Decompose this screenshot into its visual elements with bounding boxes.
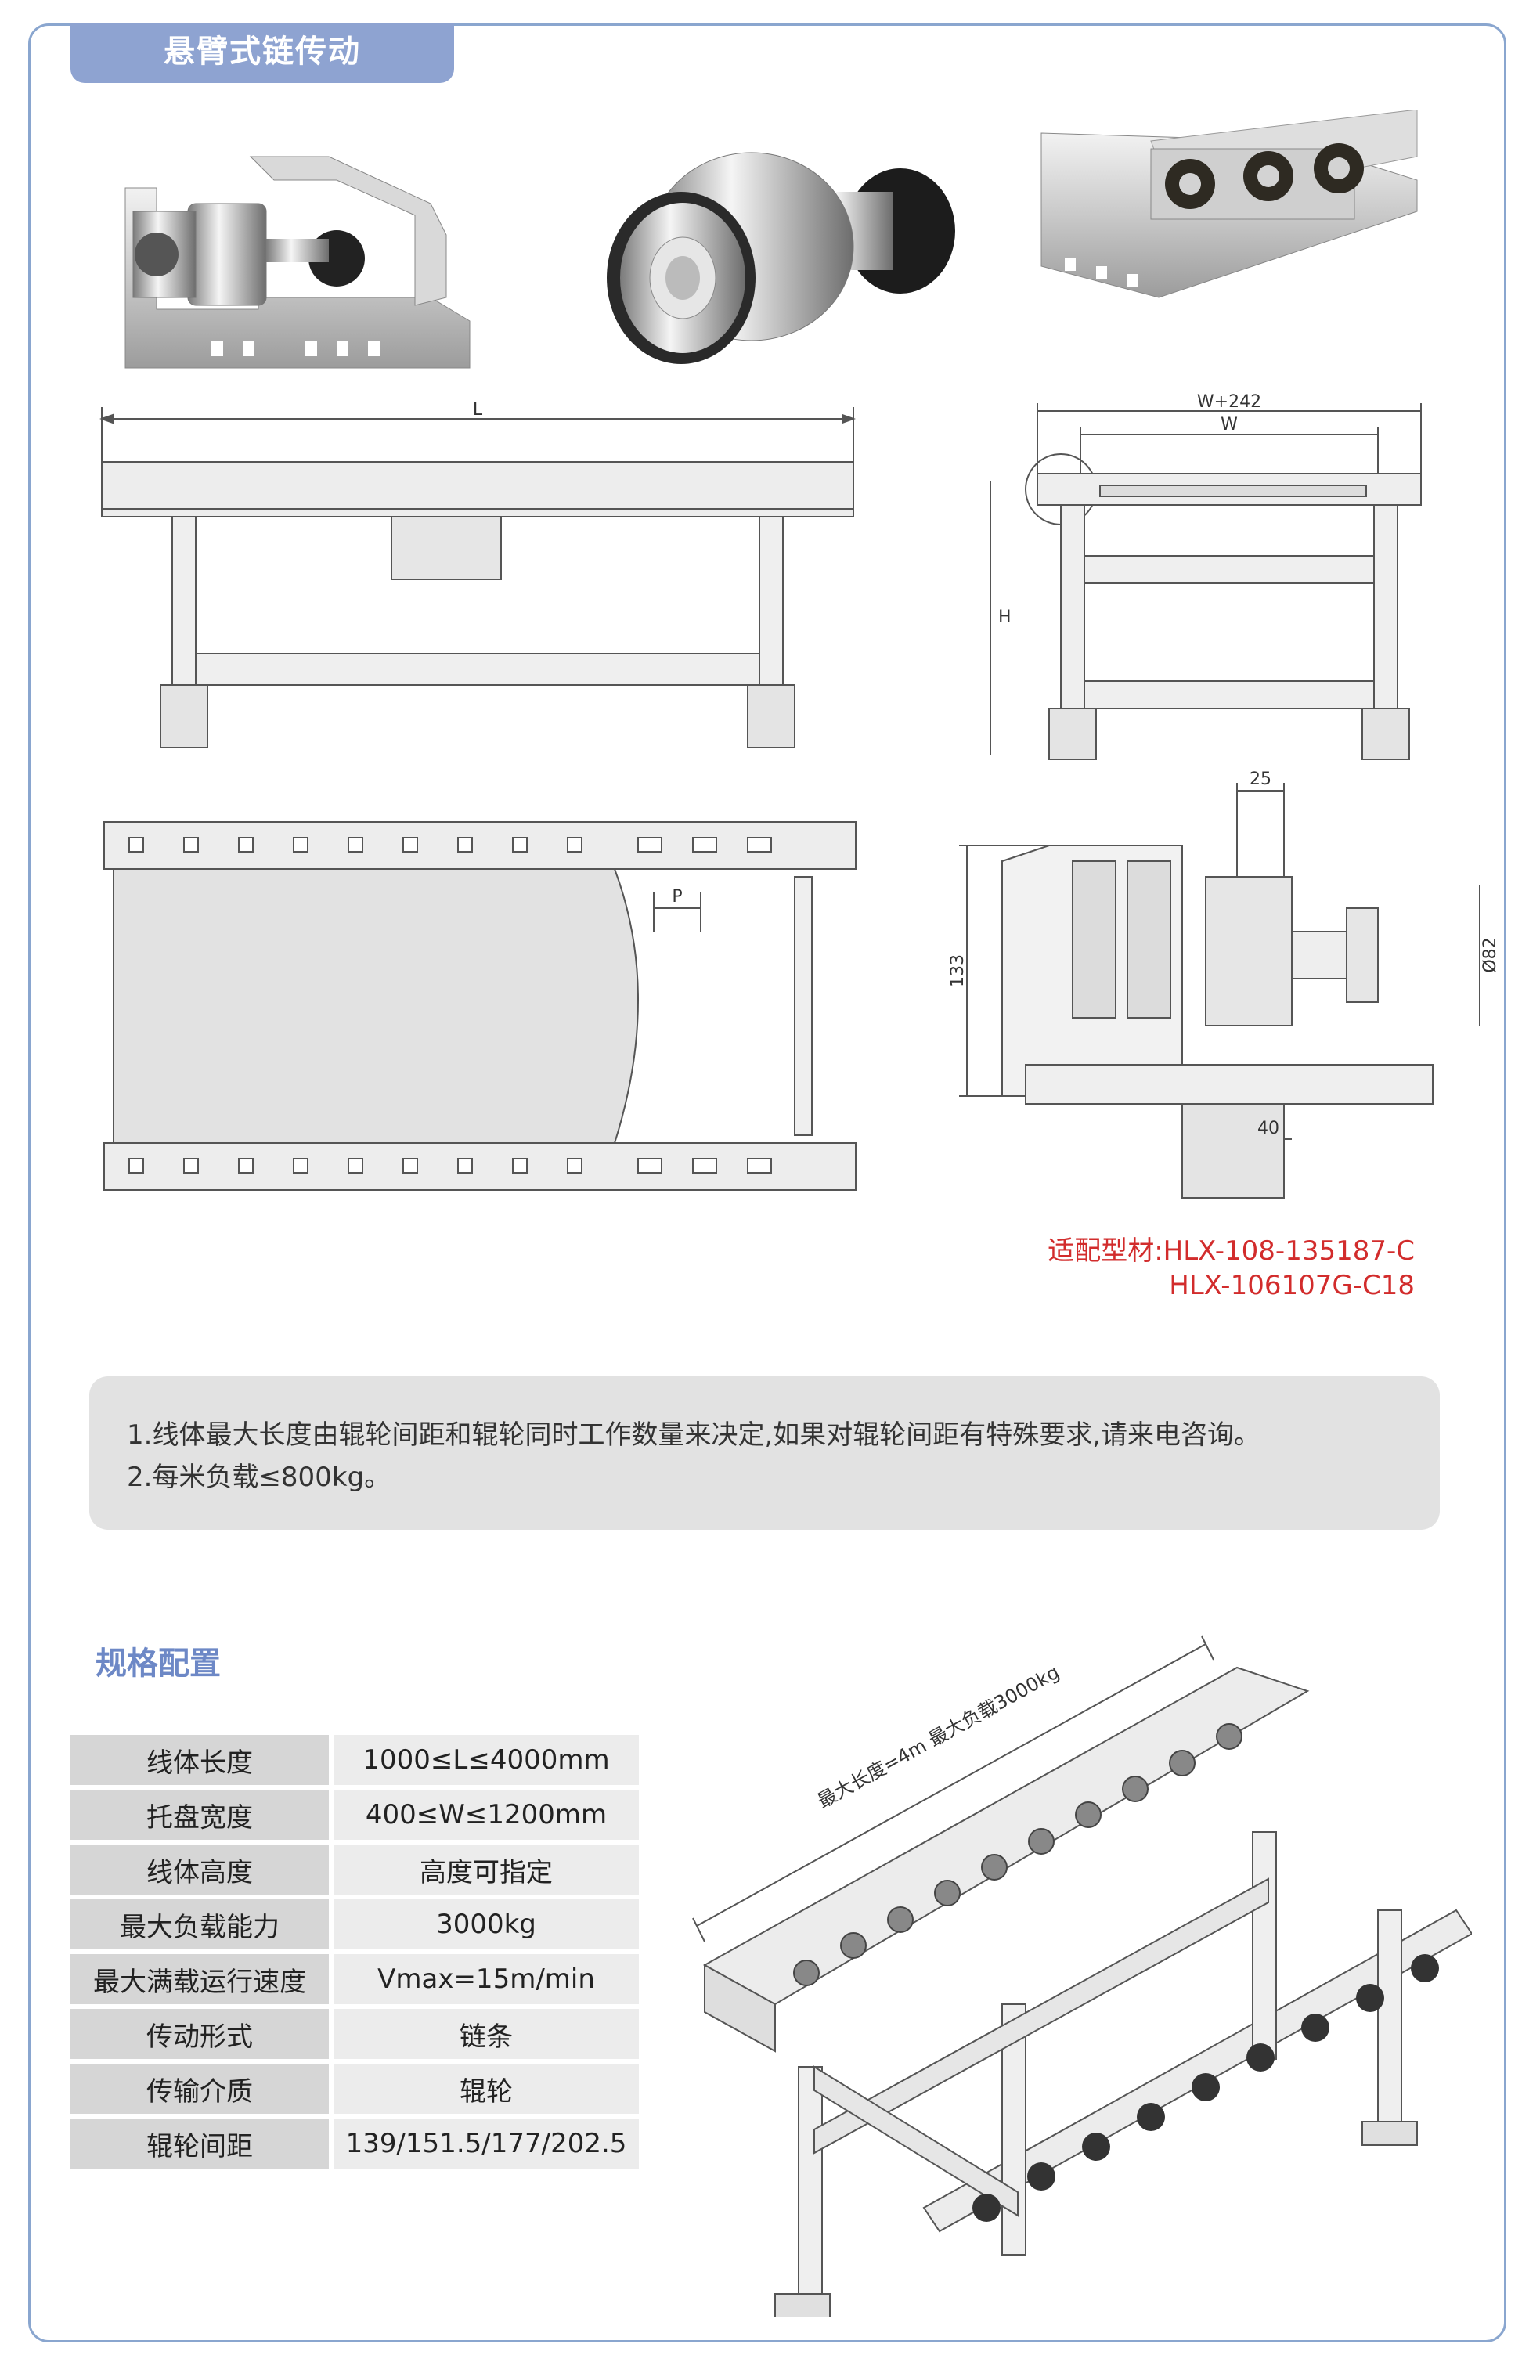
dim-40-label: 40 [1257, 1119, 1279, 1138]
dim-w-label: W [1221, 415, 1238, 435]
spec-title: 规格配置 [96, 1646, 221, 1682]
spec-key: 传动形式 [70, 2009, 334, 2059]
spec-key: 线体长度 [70, 1735, 334, 1785]
spec-value: 3000kg [334, 1899, 639, 1949]
spec-value: 400≤W≤1200mm [334, 1790, 639, 1840]
product-photo-roller [607, 152, 955, 364]
spec-value: Vmax=15m/min [334, 1954, 639, 2004]
spec-key: 最大满载运行速度 [70, 1954, 334, 2004]
dim-h-label: H [998, 608, 1012, 627]
spec-key: 线体高度 [70, 1844, 334, 1895]
spec-value: 139/151.5/177/202.5 [334, 2119, 639, 2169]
dim-82-label: Ø82 [1480, 937, 1500, 972]
dim-w-plus-label: W+242 [1197, 392, 1261, 412]
spec-row: 传输介质辊轮 [70, 2064, 639, 2114]
dim-length-label: L [473, 400, 483, 420]
spec-value: 辊轮 [334, 2064, 639, 2114]
spec-key: 托盘宽度 [70, 1790, 334, 1840]
spec-row: 传动形式链条 [70, 2009, 639, 2059]
profile-model-line1: 适配型材:HLX-108-135187-C [1048, 1235, 1415, 1267]
dim-133-label: 133 [948, 954, 968, 987]
profile-model-line2: HLX-106107G-C18 [1169, 1270, 1415, 1301]
spec-key: 传输介质 [70, 2064, 334, 2114]
spec-value: 高度可指定 [334, 1844, 639, 1895]
dim-p-label: P [672, 887, 682, 907]
spec-value: 1000≤L≤4000mm [334, 1735, 639, 1785]
section-detail-drawing: 25 133 Ø82 40 [948, 770, 1500, 1199]
note-2: 2.每米负载≤800kg。 [127, 1462, 391, 1493]
product-photo-chain-profile [1040, 110, 1418, 298]
top-view-drawing: P [103, 821, 857, 1191]
isometric-conveyor-drawing: 最大长度=4m 最大负载3000kg [692, 1635, 1472, 2317]
front-view-drawing: L [99, 400, 856, 748]
spec-value: 链条 [334, 2009, 639, 2059]
notes-box: 1.线体最大长度由辊轮间距和辊轮同时工作数量来决定,如果对辊轮间距有特殊要求,请… [89, 1376, 1440, 1530]
spec-row: 线体高度高度可指定 [70, 1844, 639, 1895]
dim-25-label: 25 [1250, 770, 1271, 789]
product-photo-module [124, 156, 471, 369]
note-1: 1.线体最大长度由辊轮间距和辊轮同时工作数量来决定,如果对辊轮间距有特殊要求,请… [127, 1419, 1261, 1451]
spec-key: 辊轮间距 [70, 2119, 334, 2169]
page-frame [28, 23, 1506, 2342]
spec-key: 最大负载能力 [70, 1899, 334, 1949]
side-view-drawing: W+242 W H [990, 392, 1422, 760]
page-title: 悬臂式链传动 [70, 23, 454, 83]
